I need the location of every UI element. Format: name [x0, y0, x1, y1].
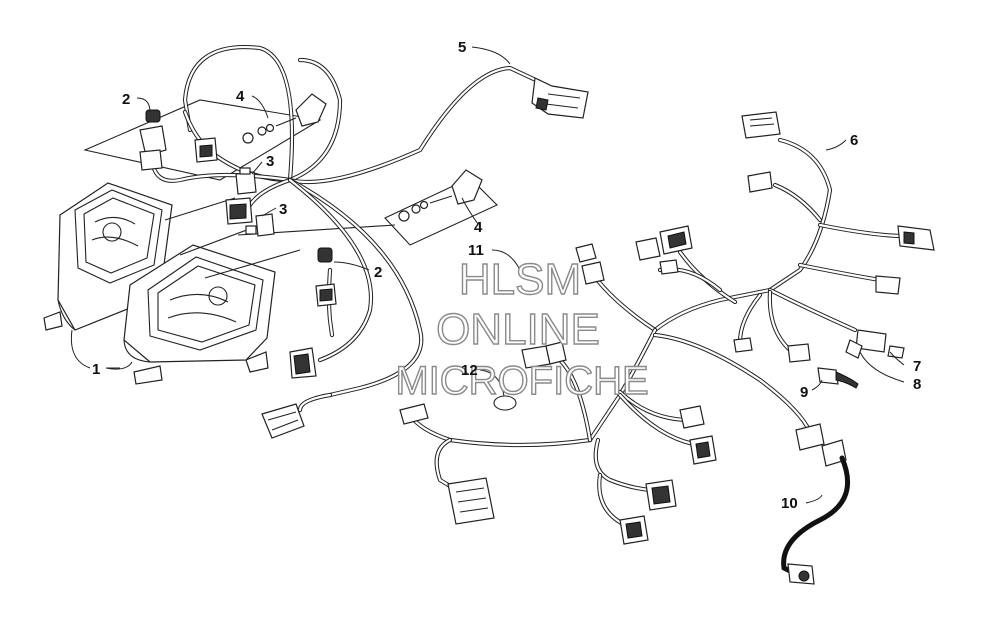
group-bracket-right: [384, 177, 498, 246]
group-bracket-upper: [83, 99, 322, 181]
callout-2b: 2: [374, 264, 382, 281]
callout-1: 1: [92, 361, 100, 378]
connector-mid-left: [225, 197, 253, 225]
connector-large-bottom: [447, 477, 495, 525]
callout-3b: 3: [279, 201, 287, 218]
watermark-line-3: MICROFICHE: [395, 359, 648, 403]
callout-6: 6: [850, 132, 858, 149]
callout-8: 8: [913, 376, 921, 393]
callout-10: 10: [781, 495, 798, 512]
connector-eyelet: [733, 337, 753, 353]
connector-center: [521, 341, 567, 369]
connector-pair-center: [679, 405, 717, 465]
callout-2a: 2: [122, 91, 130, 108]
callout-11: 11: [468, 242, 484, 259]
callout-12: 12: [461, 362, 478, 379]
callout-9: 9: [800, 384, 808, 401]
bulb-socket-upper: [139, 109, 167, 171]
adjuster-4a: [242, 93, 327, 144]
connector-center-group: [635, 225, 693, 275]
bulb-3a: [235, 167, 257, 195]
watermark-line-1: HLSM: [459, 255, 581, 304]
connector-11: [575, 243, 605, 285]
watermark-line-2: ONLINE: [436, 305, 600, 354]
connector-6-right: [897, 225, 935, 251]
connector-6-top: [741, 111, 781, 139]
harness-10: [781, 423, 851, 585]
main-harness-upper: [149, 45, 543, 413]
connector-8: [845, 329, 905, 359]
clamp-12: [493, 395, 517, 411]
connector-6-mid: [747, 171, 773, 193]
connector-pair-lower: [619, 479, 677, 545]
connector-lower-left: [261, 347, 317, 439]
connector-6-right-small: [875, 275, 901, 295]
callout-3a: 3: [266, 153, 274, 170]
callout-5: 5: [458, 39, 466, 56]
connector-9: [817, 367, 859, 389]
callouts: 1 2 2 3 3 4 4 5 6 7 8 9 10 11 12: [92, 39, 921, 512]
bulb-socket-2b: [315, 247, 337, 307]
callout-4b: 4: [474, 219, 483, 236]
connector-5: [531, 77, 589, 119]
leader-lines: [106, 46, 905, 504]
callout-4a: 4: [236, 88, 245, 105]
watermark: HLSM ONLINE MICROFICHE: [395, 254, 650, 403]
headlight-right: [123, 244, 276, 385]
connector-small-upper: [194, 137, 218, 163]
connector-left-center: [399, 403, 429, 425]
callout-7: 7: [913, 358, 921, 375]
bulb-3b: [245, 213, 275, 237]
adjuster-4b: [398, 169, 483, 222]
connector-right-lower: [787, 343, 811, 363]
